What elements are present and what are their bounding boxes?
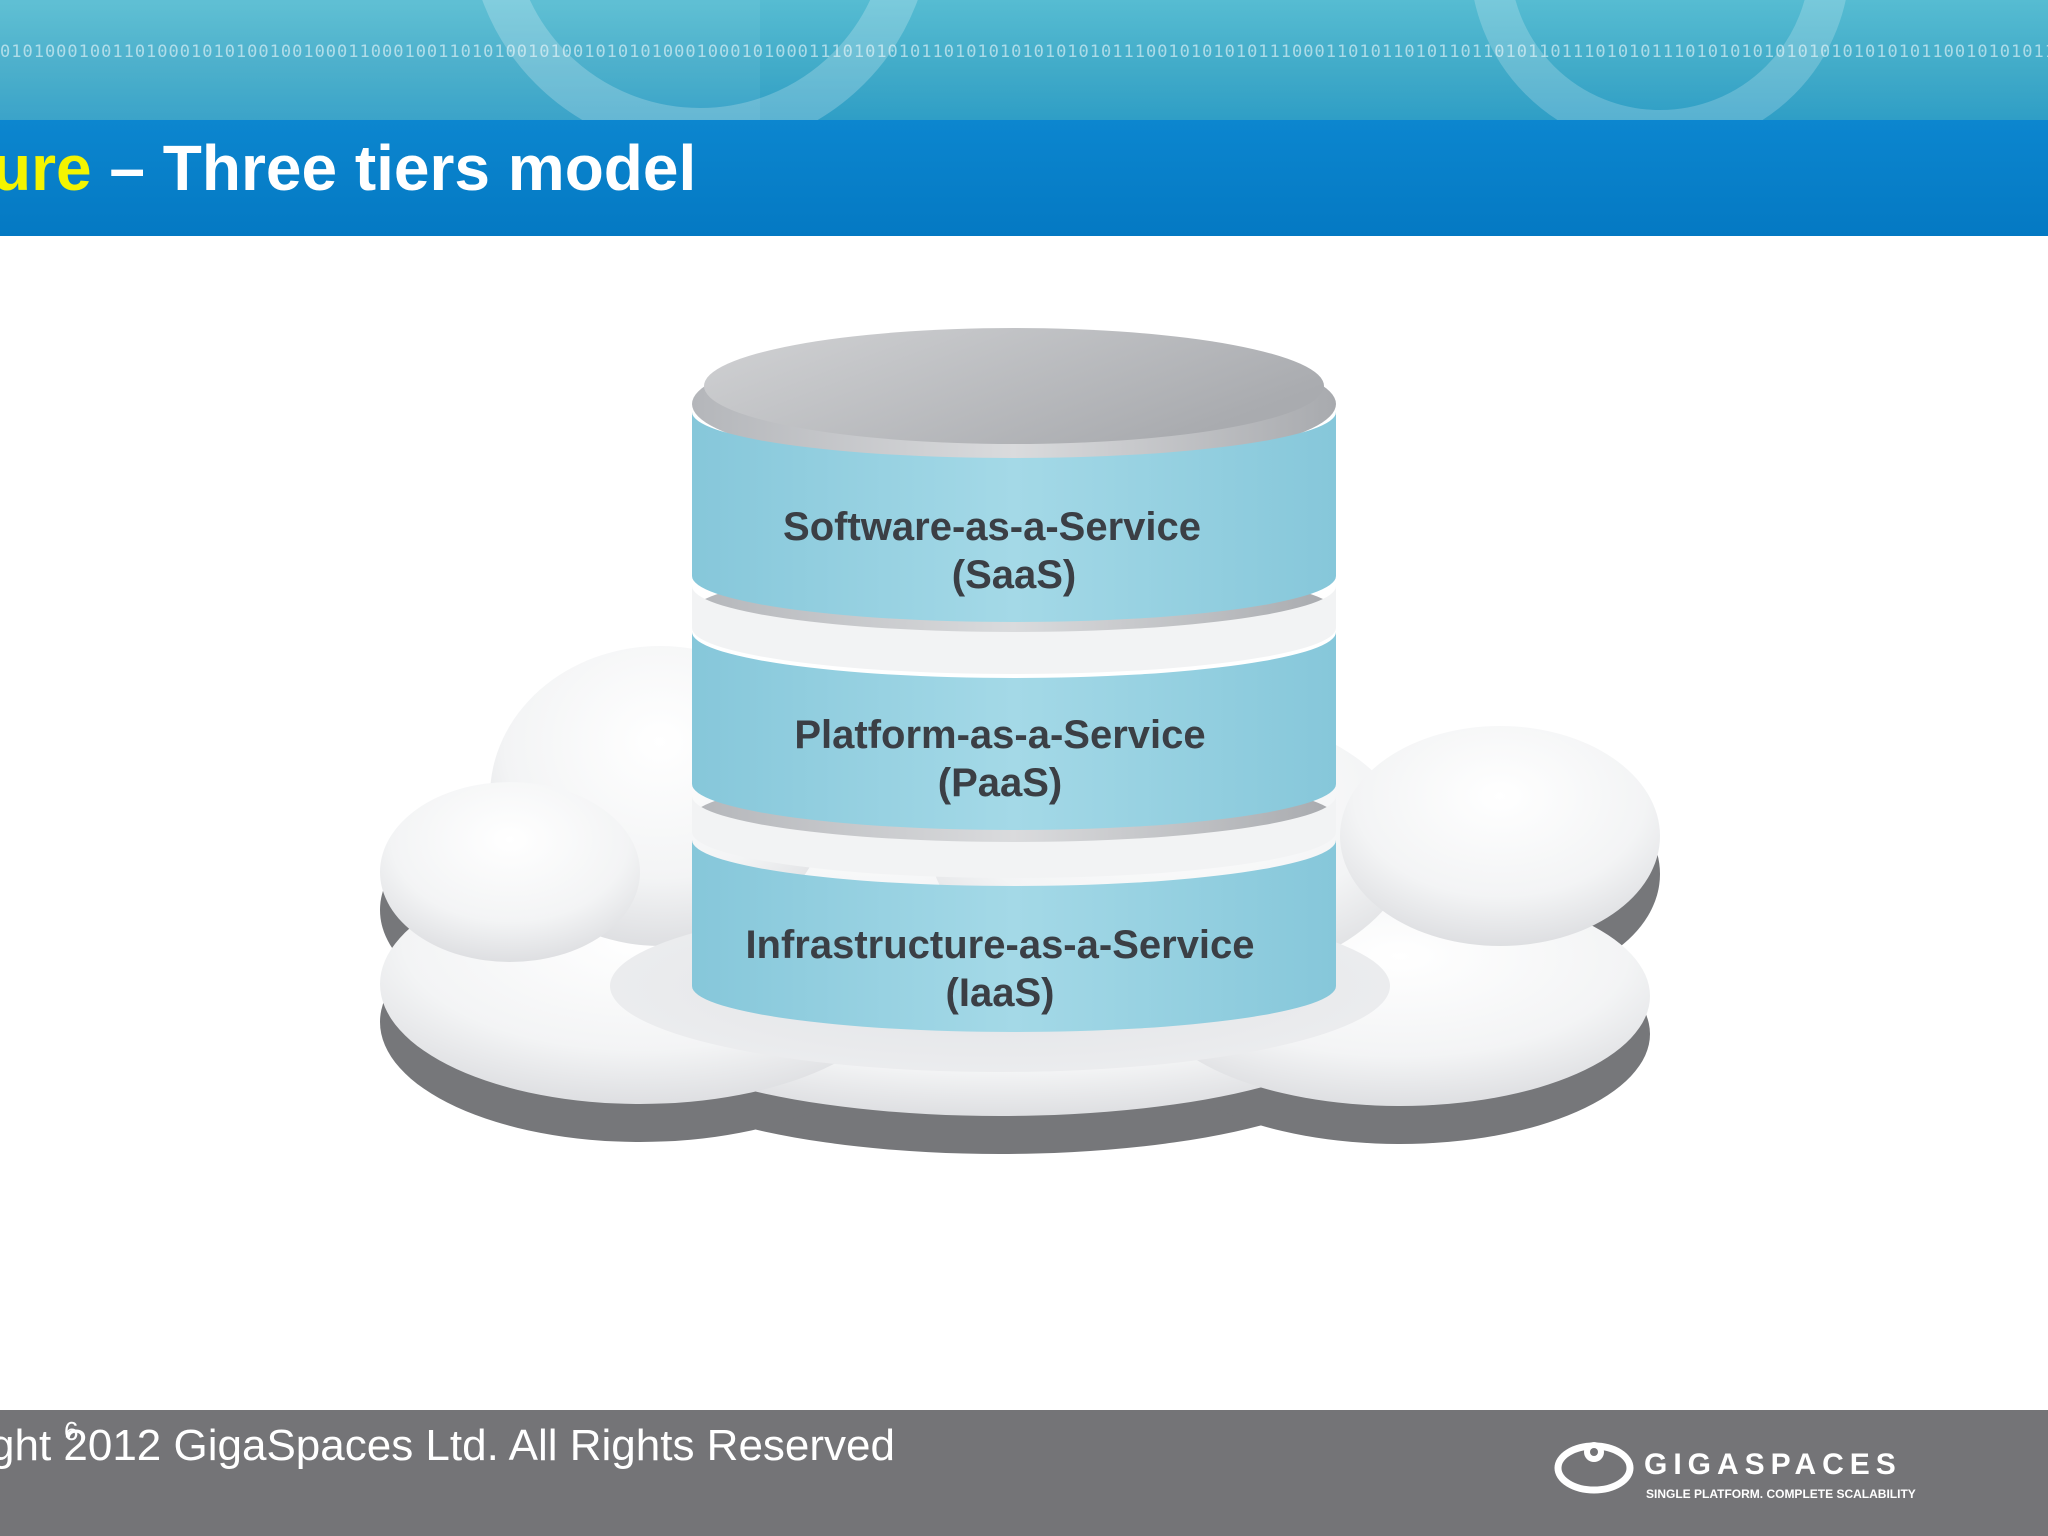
banner-decoration xyxy=(0,0,1846,120)
tier-saas: Software-as-a-Service (SaaS) xyxy=(692,328,1336,674)
page-number: 6 xyxy=(64,1416,79,1446)
tier-saas-name: Software-as-a-Service xyxy=(783,505,1201,549)
three-tier-diagram: Infrastructure-as-a-Service (IaaS) Platf… xyxy=(380,328,1660,1154)
copyright-text: ght 2012 GigaSpaces Ltd. All Rights Rese… xyxy=(0,1421,895,1470)
gigaspaces-logo-icon xyxy=(1554,1442,1634,1494)
tier-saas-abbrev: (SaaS) xyxy=(952,553,1077,597)
title-bar xyxy=(0,120,2048,236)
logo-wordmark: GIGASPACES xyxy=(1644,1448,1902,1481)
tier-iaas-abbrev: (IaaS) xyxy=(946,971,1055,1015)
tier-paas-abbrev: (PaaS) xyxy=(938,761,1063,805)
title-text: – Three tiers model xyxy=(91,132,697,204)
tier-iaas-name: Infrastructure-as-a-Service xyxy=(745,923,1254,967)
tier-paas-name: Platform-as-a-Service xyxy=(794,713,1205,757)
cylinder-top xyxy=(704,328,1324,444)
footer-bar xyxy=(0,1410,2048,1536)
title-highlight: ure xyxy=(0,132,92,204)
logo-tagline: SINGLE PLATFORM. COMPLETE SCALABILITY xyxy=(1646,1487,1916,1501)
binary-pattern: 0101000100110100010101001001000110001001… xyxy=(0,42,2048,62)
header-banner: 0101000100110100010101001001000110001001… xyxy=(0,0,2048,120)
slide-title: ure – Three tiers model xyxy=(0,126,696,210)
